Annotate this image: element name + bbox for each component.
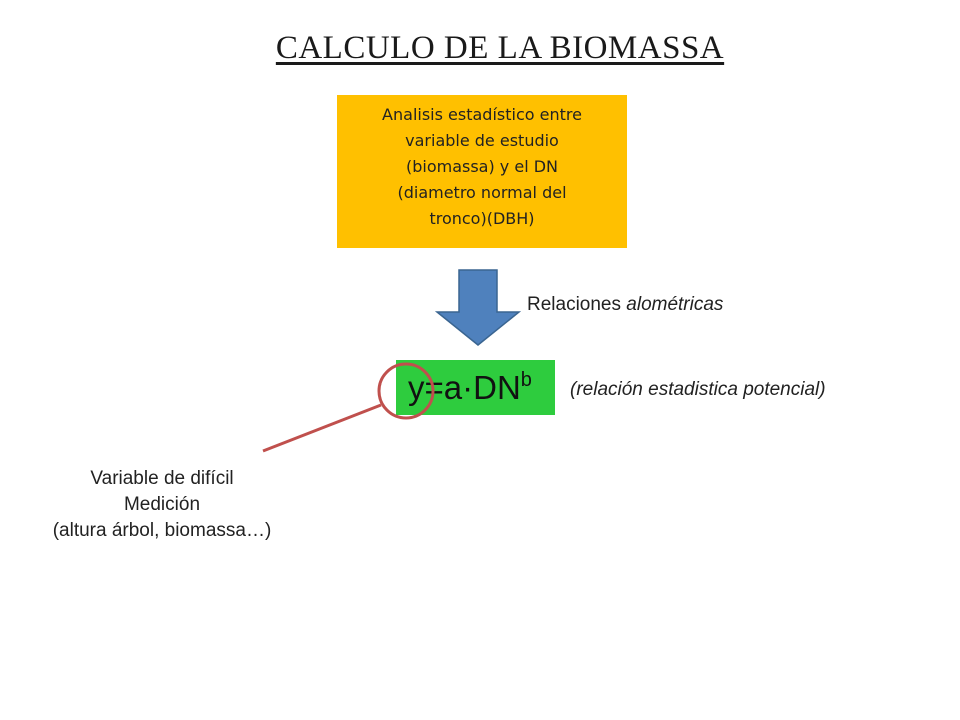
formula-box: y=a·DNb [396,360,555,415]
analysis-box-line: Analisis estadístico entre [382,105,582,124]
callout-line: (altura árbol, biomassa…) [52,520,272,541]
callout-line: Medición [123,494,201,515]
formula-note: (relación estadistica potencial) [570,379,826,400]
formula-exponent: b [520,369,532,391]
callout-line-connector [262,403,382,453]
callout-line: Variable de difícil [90,468,234,489]
relations-label: Relaciones alométricas [527,294,723,316]
page-title: CALCULO DE LA BIOMASSA [275,30,725,66]
analysis-box-line: variable de estudio [405,131,559,150]
callout-text: Variable de difícil Medición (altura árb… [12,466,312,544]
analysis-box-line: tronco)(DBH) [429,209,535,228]
formula-base: y=a·DN [408,369,521,406]
analysis-box-line: (biomassa) y el DN [405,157,559,176]
relations-emphasis: alométricas [626,294,724,315]
relations-prefix: Relaciones [527,294,627,315]
analysis-box: Analisis estadístico entre variable de e… [337,95,627,248]
analysis-box-line: (diametro normal del [397,183,567,202]
down-arrow-icon [434,269,522,346]
